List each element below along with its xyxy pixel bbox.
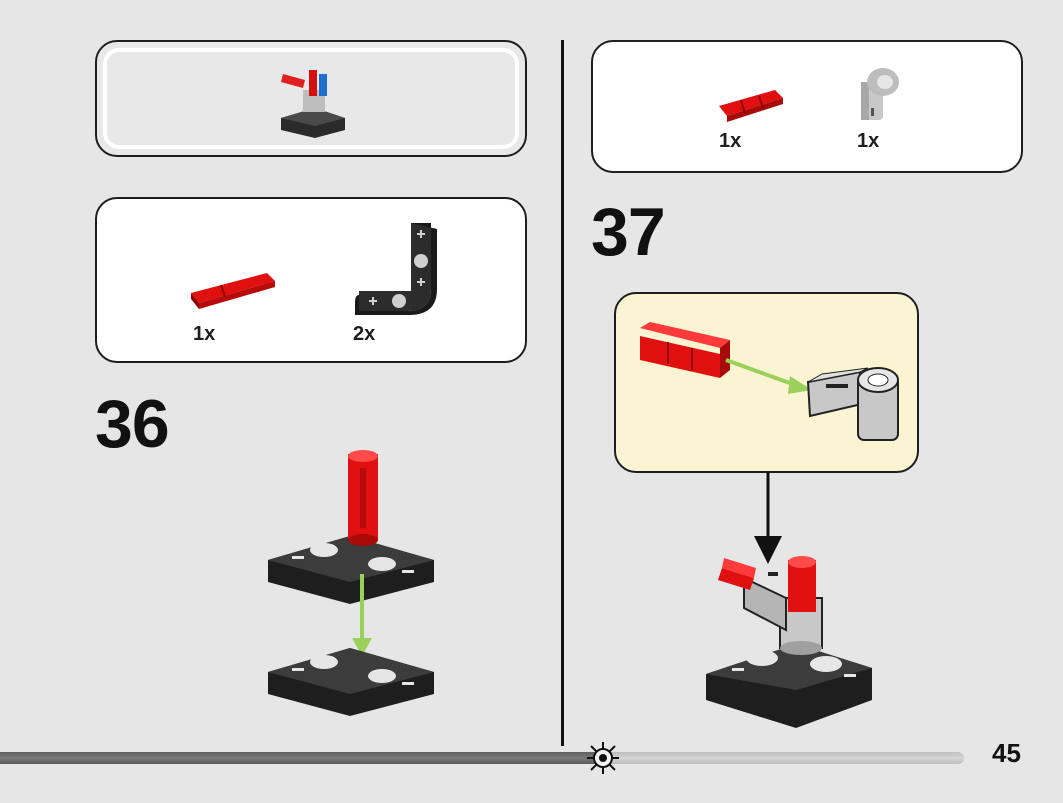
progress-track-remaining [600, 752, 964, 764]
step-number-37: 37 [591, 194, 666, 270]
parts-list-panel-left: 1x 2x [95, 197, 527, 363]
part-qty-red-axle-connector: 1x [719, 130, 742, 152]
red-axle-connector-icon [719, 90, 783, 122]
callout-down-arrow [754, 472, 782, 564]
progress-track-filled [0, 752, 600, 764]
part-qty-black-l-beam: 2x [353, 323, 376, 345]
part-qty-red-axle-pin: 1x [193, 323, 216, 345]
step-number-36: 36 [95, 386, 170, 462]
assembled-model-preview-icon [281, 70, 345, 138]
grey-angle-connector-icon [861, 68, 899, 120]
sun-gear-icon [587, 742, 619, 774]
step-37-assembly-illustration [706, 556, 872, 728]
page-number: 45 [992, 738, 1021, 768]
parts-list-panel-right: 1x 1x [591, 40, 1023, 173]
sub-assembly-illustration [640, 322, 899, 441]
part-qty-grey-angle-connector: 1x [857, 130, 880, 152]
red-axle-pin-icon [191, 273, 275, 309]
assembled-preview-panel [95, 40, 527, 157]
black-l-beam-icon [355, 223, 437, 315]
column-divider [561, 40, 564, 746]
step-36-assembly-illustration [268, 450, 434, 716]
sub-assembly-callout [614, 292, 919, 473]
